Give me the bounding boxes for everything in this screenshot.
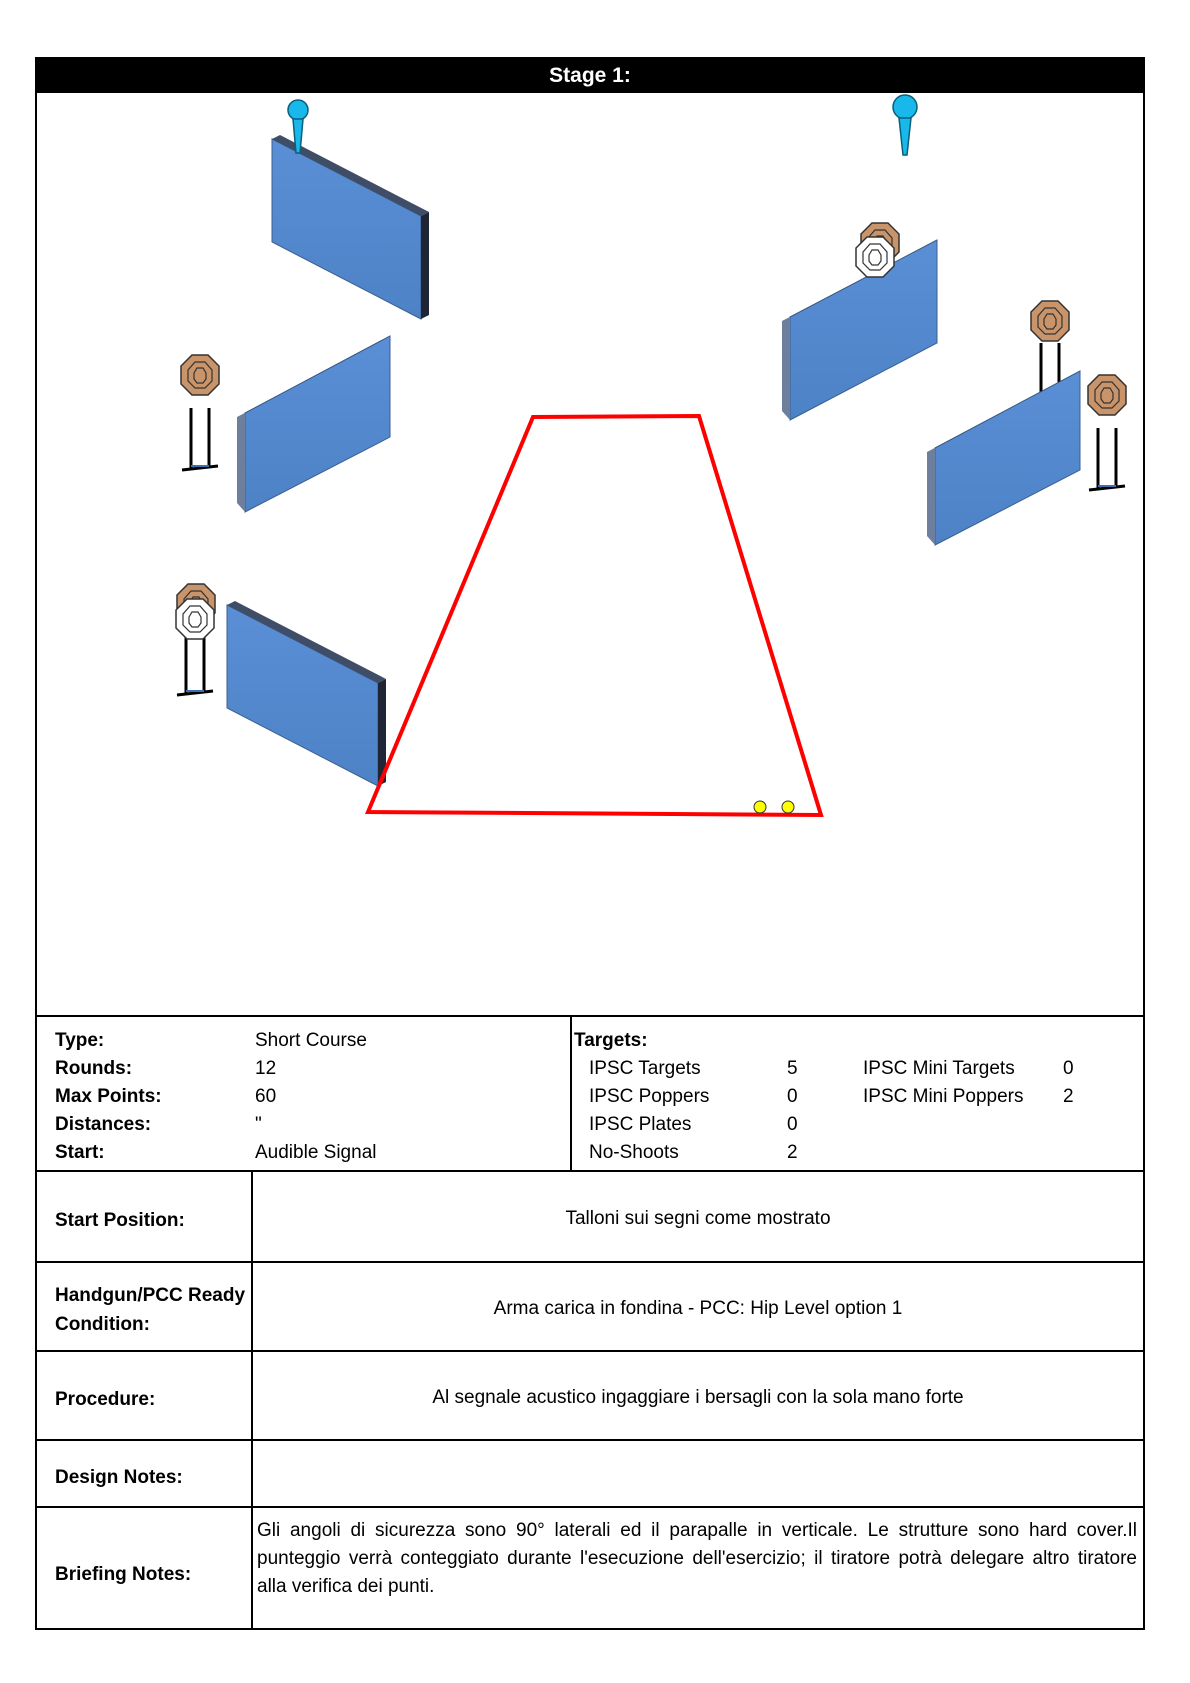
stage-sheet: Stage 1: — [35, 57, 1145, 1630]
target-left-mid — [180, 354, 220, 472]
target-right-lower — [1087, 374, 1127, 492]
procedure-label: Procedure: — [55, 1389, 156, 1410]
divider-row-1 — [37, 1170, 1143, 1172]
wall-3 — [782, 239, 938, 421]
target-type-count: 2 — [787, 1142, 798, 1163]
ready-condition-value: Arma carica in fondina - PCC: Hip Level … — [493, 1298, 903, 1319]
briefing-notes-value: Gli angoli di sicurezza sono 90° lateral… — [257, 1520, 1137, 1597]
type-value: Short Course — [255, 1030, 367, 1051]
target-left-lower — [175, 583, 216, 697]
divider-info-top — [37, 1015, 1143, 1017]
target-type-name: IPSC Plates — [589, 1114, 692, 1135]
popper-2 — [892, 94, 918, 156]
distances-value: " — [255, 1114, 262, 1135]
briefing-notes-label: Briefing Notes: — [55, 1564, 192, 1585]
target-type-name: IPSC Mini Targets — [863, 1058, 1015, 1079]
design-notes-label: Design Notes: — [55, 1467, 183, 1488]
stage-title: Stage 1: — [37, 59, 1143, 93]
distances-label: Distances: — [55, 1114, 152, 1135]
target-type-count: 0 — [1063, 1058, 1074, 1079]
start-position-label: Start Position: — [55, 1210, 185, 1231]
wall-4 — [927, 370, 1081, 546]
ready-condition-label-line-2: Condition: — [55, 1314, 150, 1335]
target-type-name: IPSC Targets — [589, 1058, 701, 1079]
popper-1 — [287, 99, 309, 154]
rounds-value: 12 — [255, 1058, 277, 1079]
shooting-area — [365, 413, 824, 818]
max-points-value: 60 — [255, 1086, 277, 1107]
divider-info-middle — [570, 1015, 572, 1170]
divider-label-column — [251, 1170, 253, 1630]
start-label: Start: — [55, 1142, 105, 1163]
stage-diagram — [175, 94, 1127, 818]
wall-5 — [226, 601, 386, 787]
divider-row-4 — [37, 1439, 1143, 1441]
divider-row-3 — [37, 1350, 1143, 1352]
target-type-count: 5 — [787, 1058, 798, 1079]
type-label: Type: — [55, 1030, 105, 1051]
start-position-value: Talloni sui segni come mostrato — [565, 1208, 831, 1229]
target-type-name: IPSC Mini Poppers — [863, 1086, 1024, 1107]
start-value: Audible Signal — [255, 1142, 377, 1163]
procedure-value: Al segnale acustico ingaggiare i bersagl… — [432, 1387, 964, 1408]
target-type-count: 2 — [1063, 1086, 1074, 1107]
max-points-label: Max Points: — [55, 1086, 162, 1107]
wall-1 — [271, 135, 429, 320]
start-marks — [753, 800, 795, 814]
target-type-name: IPSC Poppers — [589, 1086, 710, 1107]
target-type-count: 0 — [787, 1086, 798, 1107]
targets-label: Targets: — [574, 1030, 648, 1051]
divider-row-5 — [37, 1506, 1143, 1508]
ready-condition-label-line-1: Handgun/PCC Ready — [55, 1285, 246, 1306]
wall-2 — [237, 335, 391, 513]
target-type-name: No-Shoots — [589, 1142, 679, 1163]
target-type-count: 0 — [787, 1114, 798, 1135]
divider-row-2 — [37, 1261, 1143, 1263]
rounds-label: Rounds: — [55, 1058, 133, 1079]
